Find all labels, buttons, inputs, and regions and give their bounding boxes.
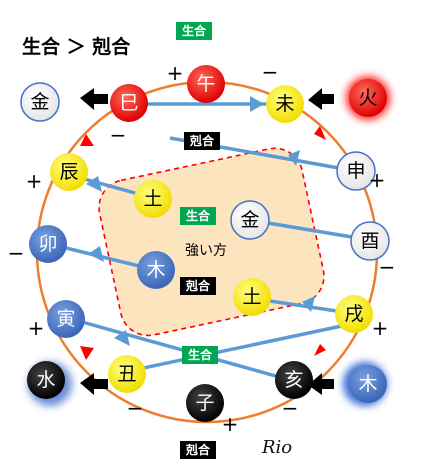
svg-text:剋合: 剋合 — [189, 133, 215, 148]
tag-mid-upper: 剋合 — [184, 132, 220, 150]
arrowhead-f — [114, 330, 130, 346]
node-center-do1: 土 — [134, 180, 172, 218]
svg-text:亥: 亥 — [284, 369, 303, 391]
node-inu: 戌 — [335, 295, 373, 333]
svg-text:戌: 戌 — [344, 303, 363, 325]
svg-text:剋合: 剋合 — [185, 278, 211, 293]
svg-text:巳: 巳 — [119, 92, 138, 114]
node-tora: 寅 — [47, 300, 85, 338]
center-label: 強い方 — [185, 243, 227, 259]
arrowhead-d — [88, 246, 104, 262]
sign-tora: + — [28, 316, 45, 340]
svg-text:火: 火 — [358, 87, 377, 109]
arrowhead-a — [250, 96, 264, 112]
svg-text:木: 木 — [358, 373, 377, 395]
arrow-ushi-sui — [80, 373, 108, 395]
node-hitsuji: 未 — [266, 85, 304, 123]
node-center-kin: 金 — [230, 200, 270, 240]
node-i: 亥 — [275, 361, 313, 399]
svg-text:卯: 卯 — [38, 233, 57, 255]
arrowhead-b — [288, 150, 300, 166]
node-outer-sui: 水 — [27, 361, 65, 399]
svg-text:生合: 生合 — [186, 208, 211, 223]
svg-text:辰: 辰 — [59, 161, 78, 183]
svg-text:丑: 丑 — [117, 363, 136, 385]
red-arrow-ur — [314, 126, 326, 140]
link-kin-tori — [249, 218, 371, 242]
red-arrow-ll — [80, 346, 94, 360]
tag-center-upper: 生合 — [180, 207, 216, 225]
arrow-hitsuji-hi — [308, 88, 334, 110]
node-outer-hi: 火 — [349, 79, 387, 117]
link-ushi-inu — [119, 318, 371, 375]
svg-text:申: 申 — [346, 160, 365, 182]
red-arrow-lr — [314, 344, 326, 356]
node-uma: 午 — [187, 65, 225, 103]
sign-mi: − — [110, 123, 127, 147]
cycle-arrowheads — [80, 126, 326, 360]
signature: Rio — [261, 437, 292, 458]
svg-text:寅: 寅 — [56, 308, 75, 330]
node-ushi: 丑 — [108, 355, 146, 393]
svg-text:金: 金 — [30, 91, 49, 113]
svg-text:生合: 生合 — [188, 347, 213, 362]
tag-top: 生合 — [176, 22, 212, 40]
sign-u: − — [8, 241, 25, 265]
signs: + − − + + − − + + − − + — [8, 60, 396, 436]
sign-ushi: − — [127, 396, 144, 420]
svg-text:未: 未 — [275, 93, 294, 115]
sign-tori: − — [379, 255, 396, 279]
sign-i: − — [282, 396, 299, 420]
sign-inu: + — [372, 316, 389, 340]
sign-tatsu: + — [26, 169, 43, 193]
svg-text:子: 子 — [195, 392, 214, 414]
node-outer-kin: 金 — [20, 82, 60, 122]
tag-lower: 生合 — [182, 346, 218, 364]
svg-text:土: 土 — [242, 286, 261, 308]
svg-text:酉: 酉 — [360, 230, 379, 252]
svg-text:午: 午 — [196, 73, 215, 95]
svg-text:生合: 生合 — [182, 23, 207, 38]
node-u: 卯 — [29, 225, 67, 263]
arrowhead-c — [86, 176, 102, 192]
sign-ne: + — [222, 412, 239, 436]
tag-bottom: 剋合 — [180, 441, 216, 459]
link-arrowheads — [86, 96, 315, 346]
element-arrows — [80, 88, 334, 395]
node-tori: 酉 — [350, 221, 390, 261]
diagram-title: 生合 ＞ 剋合 — [22, 35, 131, 58]
node-mi: 巳 — [110, 84, 148, 122]
sign-saru: + — [369, 168, 386, 192]
node-center-moku: 木 — [137, 251, 175, 289]
svg-text:木: 木 — [146, 259, 165, 281]
node-ne: 子 — [186, 384, 224, 422]
node-center-do2: 土 — [233, 278, 271, 316]
arrow-mi-kin — [80, 88, 108, 110]
sign-hitsuji: − — [262, 60, 279, 84]
svg-text:剋合: 剋合 — [185, 442, 211, 457]
svg-text:水: 水 — [36, 369, 55, 391]
arrow-i-moku — [308, 373, 334, 395]
tag-center-lower: 剋合 — [180, 277, 216, 295]
node-outer-moku: 木 — [349, 365, 387, 403]
center-area — [98, 147, 325, 337]
node-saru: 申 — [336, 151, 376, 191]
red-arrow-ul — [80, 134, 94, 146]
node-tatsu: 辰 — [50, 153, 88, 191]
arrowhead-e — [302, 296, 315, 312]
svg-text:土: 土 — [143, 188, 162, 210]
svg-text:金: 金 — [240, 209, 259, 231]
sign-uma: + — [167, 61, 184, 85]
